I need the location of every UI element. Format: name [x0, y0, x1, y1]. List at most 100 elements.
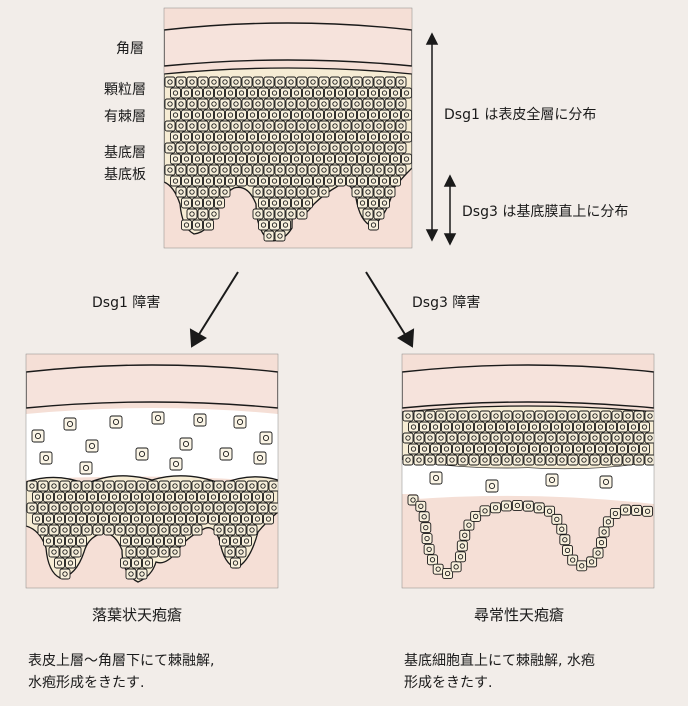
cell	[192, 503, 202, 513]
cell	[80, 462, 92, 474]
cell	[513, 455, 523, 465]
cell	[154, 514, 164, 524]
cell	[152, 412, 164, 424]
cell	[557, 433, 567, 443]
cell	[159, 481, 169, 491]
cell	[568, 455, 578, 465]
cell	[242, 514, 252, 524]
cell	[121, 536, 131, 546]
cell	[170, 481, 180, 491]
cell	[436, 455, 446, 465]
cell	[82, 503, 92, 513]
cell	[420, 422, 430, 432]
cell	[645, 433, 655, 443]
cell	[231, 558, 241, 568]
cell	[88, 514, 98, 524]
cell	[181, 503, 191, 513]
cell	[590, 411, 600, 421]
cell	[71, 481, 81, 491]
cell	[601, 433, 611, 443]
cell	[49, 525, 59, 535]
cell	[600, 476, 612, 488]
cell	[491, 503, 501, 513]
cell	[480, 455, 490, 465]
cell	[469, 433, 479, 443]
cell	[143, 536, 153, 546]
cell	[126, 547, 136, 557]
cell	[471, 511, 481, 521]
left-disease-title: 落葉状天疱瘡	[92, 606, 182, 624]
cell	[220, 536, 230, 546]
cell	[596, 538, 606, 548]
cell	[165, 514, 175, 524]
cell	[38, 503, 48, 513]
cell	[66, 558, 76, 568]
cell	[55, 514, 65, 524]
cell	[121, 492, 131, 502]
cell	[44, 514, 54, 524]
cell	[143, 492, 153, 502]
left-description-line-2: 水疱形成をきたす.	[28, 672, 144, 694]
cell	[236, 547, 246, 557]
cell	[60, 547, 70, 557]
cell	[165, 536, 175, 546]
cell	[99, 492, 109, 502]
cell	[491, 411, 501, 421]
stratum-corneum	[402, 365, 654, 408]
cell	[486, 480, 498, 492]
cell	[458, 411, 468, 421]
cell	[579, 411, 589, 421]
cell	[599, 527, 609, 537]
cell	[220, 514, 230, 524]
cell	[136, 448, 148, 460]
cell	[568, 433, 578, 443]
cell	[148, 525, 158, 535]
cell	[552, 514, 562, 524]
cell	[214, 525, 224, 535]
cell	[66, 514, 76, 524]
cell	[568, 555, 578, 565]
cell	[132, 536, 142, 546]
cell	[66, 492, 76, 502]
cell	[231, 536, 241, 546]
cell	[38, 525, 48, 535]
cell	[176, 536, 186, 546]
cell	[574, 422, 584, 432]
cell	[453, 444, 463, 454]
cell	[55, 558, 65, 568]
cell	[480, 506, 490, 516]
cell	[236, 525, 246, 535]
cell	[148, 481, 158, 491]
cell	[198, 514, 208, 524]
cell	[170, 547, 180, 557]
cell	[132, 492, 142, 502]
cell	[596, 422, 606, 432]
cell	[143, 558, 153, 568]
cell	[225, 481, 235, 491]
cell	[203, 481, 213, 491]
cell	[214, 481, 224, 491]
cell	[198, 492, 208, 502]
cell	[247, 503, 257, 513]
cell	[621, 505, 631, 515]
cell	[535, 411, 545, 421]
cell	[38, 481, 48, 491]
cell	[497, 422, 507, 432]
cell	[60, 569, 70, 579]
cell	[49, 503, 59, 513]
cell	[502, 411, 512, 421]
cell	[464, 422, 474, 432]
cell	[187, 514, 197, 524]
cell	[590, 455, 600, 465]
cell	[523, 501, 533, 511]
cell	[165, 492, 175, 502]
cell	[209, 492, 219, 502]
cell	[535, 433, 545, 443]
cell	[110, 492, 120, 502]
cell	[560, 535, 570, 545]
cell	[634, 411, 644, 421]
cell	[110, 514, 120, 524]
cell	[253, 514, 263, 524]
cell	[546, 455, 556, 465]
cell	[104, 503, 114, 513]
